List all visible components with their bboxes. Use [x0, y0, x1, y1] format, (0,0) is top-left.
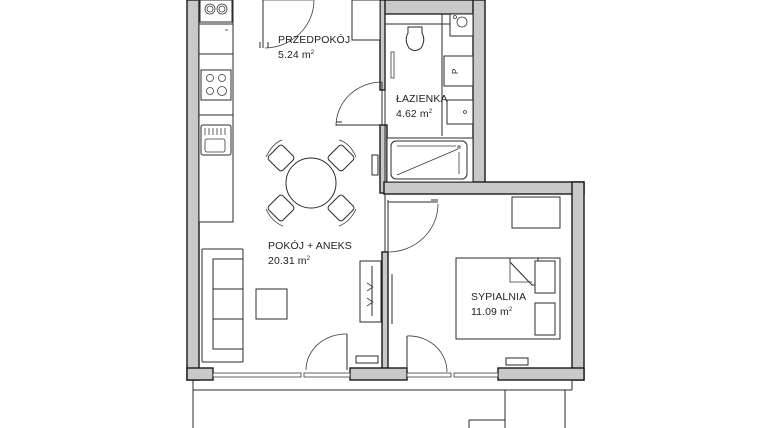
- kitchen-counter-outline: [198, 0, 234, 223]
- room-label-lazienka: ŁAZIENKA 4.62 m2: [396, 93, 448, 121]
- washbasin: [446, 99, 474, 125]
- room-area: 20.31 m2: [268, 253, 352, 268]
- burner-icon: [206, 74, 214, 82]
- bathtub: [390, 140, 468, 180]
- bedroom-door-swing: [406, 335, 448, 373]
- wall-bedroom-top: [383, 181, 585, 195]
- wall-bedroom-right: [571, 181, 585, 381]
- bedroom-balcony-door: [406, 335, 448, 373]
- area-unit-superscript: 2: [428, 109, 433, 115]
- entry-door-swing: [264, 0, 315, 49]
- chair: [327, 139, 357, 172]
- windows: [212, 372, 499, 378]
- bathroom-fixtures: P: [384, 13, 474, 183]
- burner-icon: [217, 86, 227, 96]
- wall-bottom-left: [186, 367, 214, 381]
- walls: [186, 0, 585, 381]
- sofa-cushion: [212, 318, 244, 350]
- bedroom-furniture: [387, 196, 561, 366]
- area-unit-superscript: 2: [310, 50, 315, 56]
- burner-icon: [206, 87, 214, 95]
- window-bedroom-right: [453, 372, 499, 378]
- balcony: [192, 380, 573, 428]
- area-unit-superscript: 2: [306, 256, 311, 262]
- room-area: 11.09 m2: [471, 304, 526, 319]
- chair: [327, 194, 357, 227]
- toilet: [405, 26, 425, 51]
- hallway-wardrobe: [351, 0, 381, 41]
- wall-bathroom-left-upper: [379, 0, 386, 91]
- chair: [265, 194, 295, 227]
- room-name: PRZEDPOKÓJ: [278, 34, 351, 46]
- wall-bedroom-left: [381, 251, 389, 371]
- burner-icon: [218, 74, 226, 82]
- kitchen-appliance-top: [199, 0, 233, 23]
- wall-bottom-middle: [349, 367, 408, 381]
- radiator: [371, 154, 379, 176]
- room-name: POKÓJ + ANEKS: [268, 240, 352, 252]
- wall-bottom-right: [497, 367, 585, 381]
- wall-left: [186, 0, 200, 381]
- radiator: [505, 357, 529, 366]
- radiator: [355, 355, 379, 364]
- bathroom-door-swing: [335, 81, 383, 127]
- entry-door: [259, 0, 315, 49]
- room-area: 5.24 m2: [278, 47, 350, 62]
- sofa-cushion: [212, 288, 244, 320]
- living-balcony-door: [305, 333, 348, 371]
- chair: [265, 139, 295, 172]
- kitchen-counter: [198, 0, 234, 223]
- pillow: [534, 302, 556, 336]
- bathroom-cabinet: [443, 55, 474, 87]
- kitchen-sink: [200, 124, 232, 156]
- window-living-right: [303, 372, 351, 378]
- bathroom-door: [335, 81, 383, 127]
- living-furniture: [201, 248, 382, 364]
- coffee-table: [255, 288, 288, 320]
- window-living-left: [212, 372, 302, 378]
- room-name: ŁAZIENKA: [396, 93, 448, 105]
- room-label-przedpokoj: PRZEDPOKÓJ 5.24 m2: [278, 34, 350, 62]
- dining-set: [265, 139, 357, 227]
- washing-machine: [449, 13, 474, 37]
- room-area-value: 4.62 m: [396, 108, 429, 120]
- room-area-value: 11.09 m: [471, 306, 509, 318]
- cooktop: [200, 69, 232, 101]
- window-bedroom-left: [406, 372, 452, 378]
- wall-bathroom-right: [472, 0, 486, 193]
- pillow: [534, 260, 556, 294]
- room-area-value: 20.31 m: [268, 255, 307, 267]
- desk: [511, 196, 561, 229]
- room-area-value: 5.24 m: [278, 49, 311, 61]
- dining-table: [285, 157, 337, 209]
- wall-bathroom-top: [379, 0, 485, 15]
- room-name: SYPIALNIA: [471, 291, 527, 303]
- room-label-sypialnia: SYPIALNIA 11.09 m2: [471, 291, 526, 319]
- cabinet-label: P: [451, 69, 460, 74]
- living-door-swing: [305, 333, 348, 371]
- tv-cabinet: [359, 260, 382, 323]
- room-label-pokoj-aneks: POKÓJ + ANEKS 20.31 m2: [268, 240, 352, 268]
- bedroom-door-swing: [388, 203, 439, 253]
- sofa-cushion: [212, 258, 244, 290]
- room-area: 4.62 m2: [396, 106, 448, 121]
- area-unit-superscript: 2: [508, 307, 513, 313]
